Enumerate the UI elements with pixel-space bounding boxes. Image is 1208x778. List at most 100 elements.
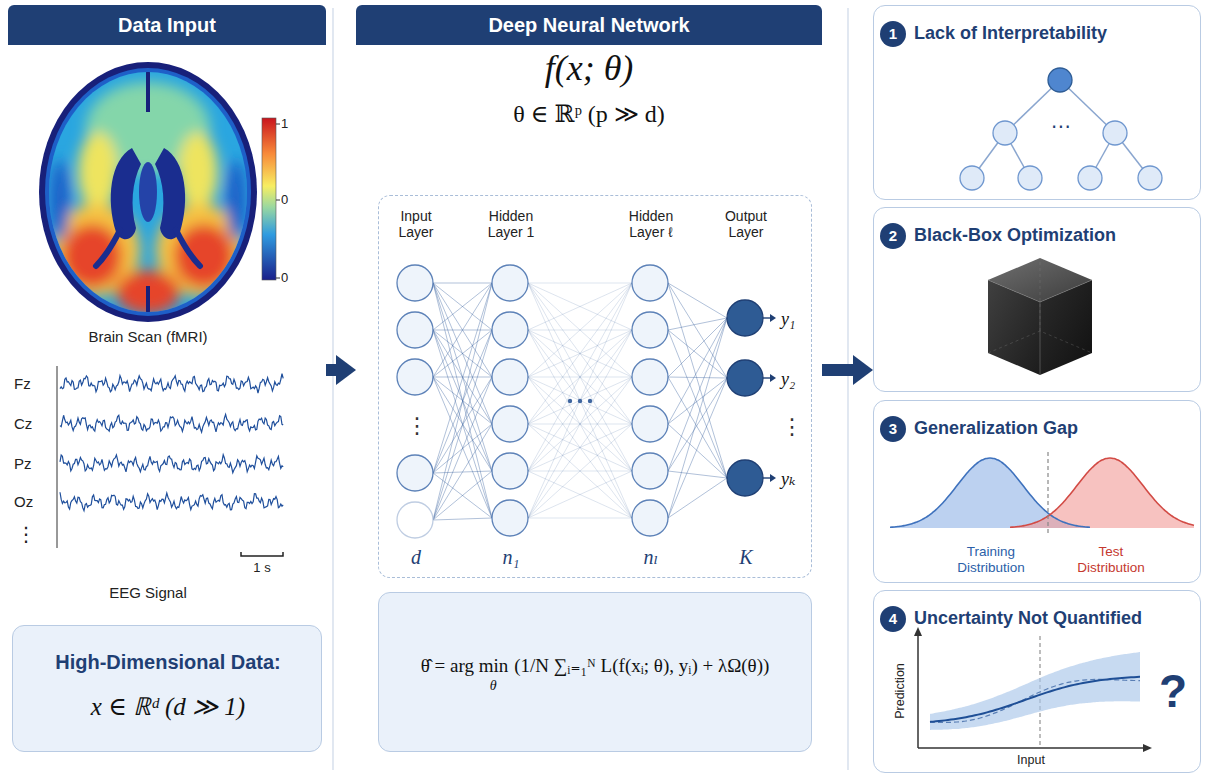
neuron [632,265,668,301]
black-box-cube [988,280,1092,375]
eeg-trace [60,374,283,393]
network-connection [528,471,632,518]
colorbar [276,200,280,201]
network-connection [528,377,632,518]
eeg-trace [60,455,283,473]
eeg-trace [60,414,283,432]
ellipsis: ⋮ [781,414,795,440]
network-connection [668,377,727,378]
ellipsis: ⋮ [406,413,426,439]
formula: θ̂ = arg min [421,654,509,678]
callout-number: 4 [880,606,906,632]
parameter-label: θ ∈ ℝᵖ (p ≫ d) [439,100,739,128]
eeg-axis [57,366,58,548]
layer-label: Input Layer [384,208,448,240]
decision-tree [1018,166,1042,190]
network-connection [433,283,727,520]
network-connection [668,378,727,518]
network-connection [528,283,632,284]
flow-arrow [326,370,853,371]
objective-box: θ̂ = arg minθ(1/N ∑ᵢ₌₁ᴺ L(f(xᵢ; θ), yᵢ) … [378,592,812,752]
network-connection [528,283,632,471]
callout-number: 1 [880,21,906,47]
output-arrow [770,314,776,322]
decision-tree [993,121,1017,145]
decision-tree [1048,68,1072,92]
shift-marker [1047,452,1048,534]
network-connection [668,283,727,378]
decision-tree [1078,166,1102,190]
column-heading: Data Input [8,5,326,45]
scale-label: 1 s [241,560,283,576]
box-heading: High-Dimensional Data: [13,650,323,674]
network-connection [528,283,632,471]
distribution-curve [890,458,1090,527]
dimension-label: d [401,546,431,568]
network-connection [433,283,492,520]
callout-badge: 3 [880,416,906,442]
brain-scan [155,148,185,239]
neuron [632,406,668,442]
neuron [492,312,528,348]
uncertainty-band [930,679,1140,722]
ellipsis: ⋯ [1046,114,1076,138]
network-connection [668,424,727,478]
network-connection [528,377,632,424]
network-connection [528,283,632,377]
dimension-label: n₁ [494,546,528,568]
network-connection [668,330,727,478]
distribution-curve [890,458,1194,528]
layer-label: Hidden Layer ℓ [616,208,686,240]
output-arrow [763,317,770,318]
colorbar [276,278,280,279]
math-expression: x ∈ ℝᵈ (d ≫ 1) [13,692,323,722]
dimension-label: nₗ [634,546,668,568]
distribution-curve [1010,458,1194,528]
neuron [492,359,528,395]
network-connection [668,478,727,518]
callout-number: 2 [880,223,906,249]
layer-label: Output Layer [714,208,778,240]
ellipsis-dots [568,399,592,403]
network-connection [528,283,632,330]
output-label: yₖ [781,468,809,490]
ellipsis-dots [568,399,572,403]
brain-scan [111,148,141,239]
network-connection [433,377,492,520]
input-column: Data InputHigh-Dimensional Data: x ∈ ℝᵈ (… [8,5,326,770]
neuron [632,359,668,395]
data-box: High-Dimensional Data: x ∈ ℝᵈ (d ≫ 1) [12,625,322,752]
network-connection [528,471,632,518]
network-connection [528,283,632,518]
network-connection [528,283,632,518]
plot-axis [918,747,1146,749]
brain-scan [40,58,260,330]
output-arrow [763,477,770,478]
network-connection [668,378,727,471]
network-connection [433,283,492,473]
network-connection [433,283,492,377]
dimension-label: K [731,546,761,568]
neuron [492,453,528,489]
neuron [632,453,668,489]
colorbar-tick: 1 [281,116,297,132]
caption: EEG Signal [48,584,248,602]
decision-tree [1138,166,1162,190]
colorbar [262,118,276,280]
colorbar-tick: 0 [281,192,297,208]
layer-label: Hidden Layer 1 [476,208,546,240]
channel-label: Cz [14,415,46,433]
column-heading: Deep Neural Network [356,5,822,45]
neuron [632,312,668,348]
brain-scan [174,224,234,288]
distribution-label: Test Distribution [1066,544,1156,576]
decision-tree [960,166,984,190]
column-divider [847,8,848,770]
neuron [727,300,763,336]
network-connection [668,377,727,478]
network-connection [528,330,632,471]
issue-card: Lack of Interpretability⋯1 [873,5,1201,200]
network-panel: Input Layer Hidden Layer 1 Hidden Layer ℓ O… [378,195,812,578]
channel-label: Oz [14,493,46,511]
